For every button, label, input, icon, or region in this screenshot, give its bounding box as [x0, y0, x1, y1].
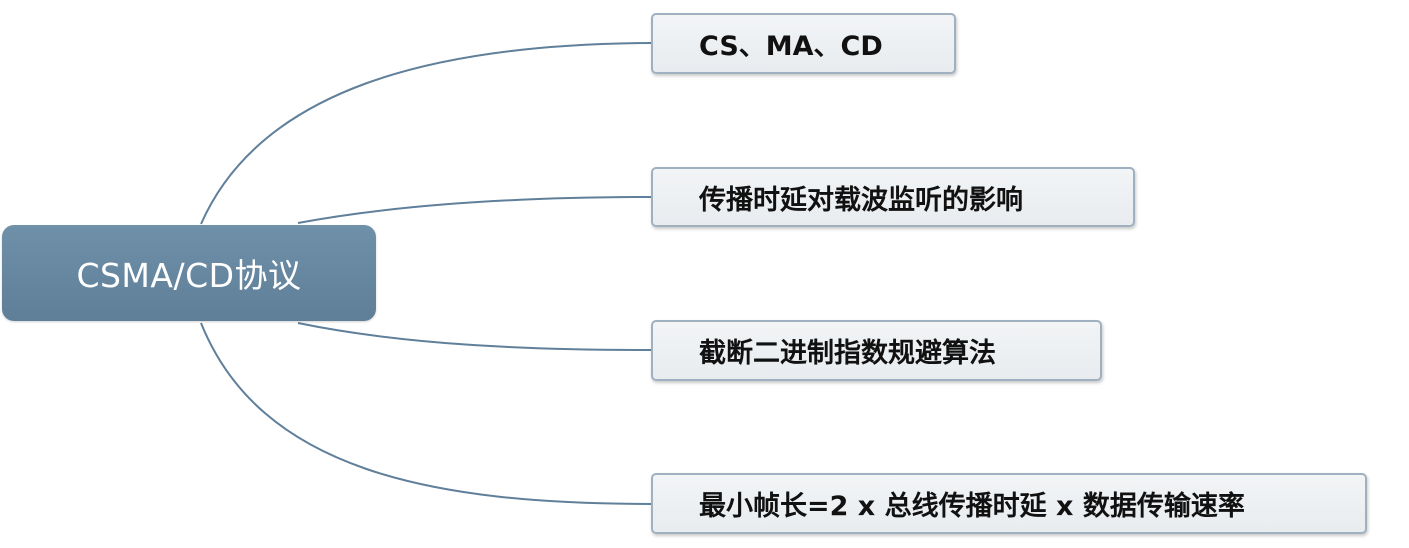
connector-branch-3 [297, 322, 653, 351]
branch-topic-label: CS、MA、CD [699, 31, 883, 62]
branch-topic-label: 截断二进制指数规避算法 [699, 338, 996, 369]
branch-topic-3[interactable]: 截断二进制指数规避算法 [651, 320, 1102, 381]
connector-branch-2 [297, 196, 653, 224]
connector-branch-4 [200, 322, 653, 505]
branch-topic-label: 传播时延对载波监听的影响 [699, 184, 1023, 216]
root-topic-label: CSMA/CD协议 [76, 256, 302, 295]
branch-topic-4[interactable]: 最小帧长=2 x 总线传播时延 x 数据传输速率 [651, 473, 1367, 534]
branch-topic-label: 最小帧长=2 x 总线传播时延 x 数据传输速率 [699, 491, 1245, 522]
branch-topic-2[interactable]: 传播时延对载波监听的影响 [651, 167, 1135, 227]
connector-branch-1 [200, 42, 653, 225]
branch-topic-1[interactable]: CS、MA、CD [651, 13, 956, 74]
root-topic[interactable]: CSMA/CD协议 [2, 225, 376, 321]
